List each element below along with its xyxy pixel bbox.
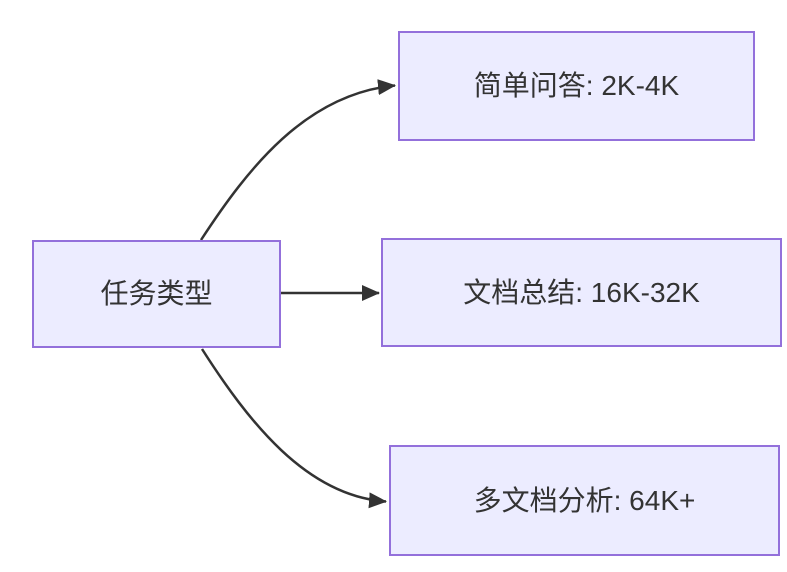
node-multi-doc: 多文档分析: 64K+ [389, 445, 780, 556]
node-simple-qa-label: 简单问答: 2K-4K [473, 70, 680, 102]
node-task-type-label: 任务类型 [100, 278, 213, 310]
node-simple-qa: 简单问答: 2K-4K [398, 31, 755, 141]
node-doc-summary: 文档总结: 16K-32K [381, 238, 782, 347]
edge-task-type-to-simple-qa [199, 79, 396, 241]
node-multi-doc-label: 多文档分析: 64K+ [473, 484, 696, 516]
node-task-type: 任务类型 [32, 240, 281, 348]
edge-task-type-to-multi-doc [200, 348, 387, 509]
node-doc-summary-label: 文档总结: 16K-32K [463, 276, 700, 308]
